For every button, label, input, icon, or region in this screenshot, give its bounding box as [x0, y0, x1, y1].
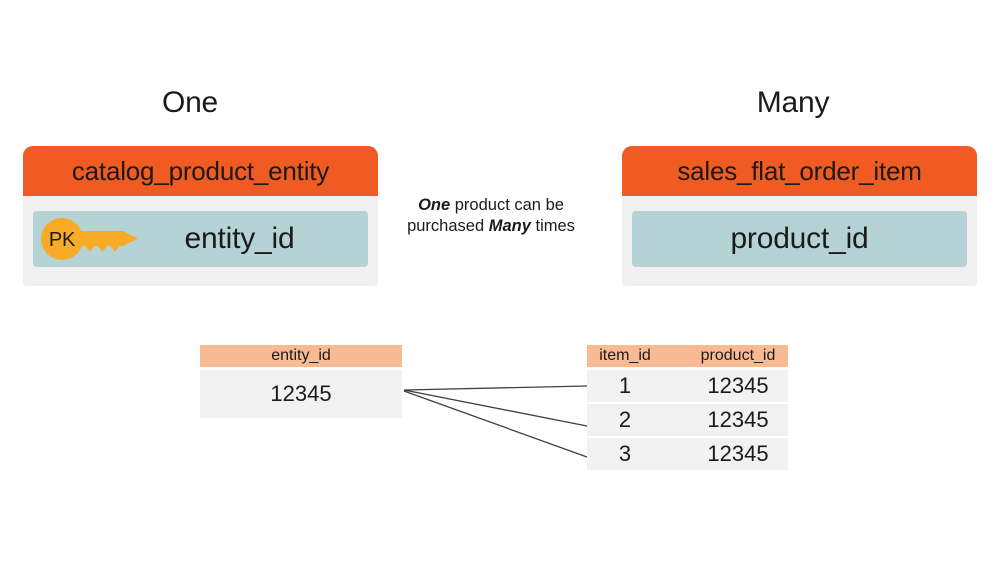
product-id-cell: 12345	[707, 407, 769, 432]
sales-flat-order-item-title: sales_flat_order_item	[622, 146, 977, 196]
table-row: 2 12345	[587, 404, 788, 436]
relationship-annotation: One product can be purchased Many times	[388, 195, 594, 237]
heading-many: Many	[756, 86, 830, 119]
catalog-product-entity-card: catalog_product_entity PK entity_id	[23, 146, 378, 286]
entity-id-value: 12345	[270, 381, 332, 406]
pk-label: PK	[49, 229, 76, 251]
heading-one: One	[161, 86, 219, 119]
key-shaft	[79, 231, 138, 252]
table-row: 1 12345	[587, 370, 788, 402]
key-bow	[41, 218, 83, 260]
item-id-cell: 2	[618, 407, 632, 432]
primary-key-icon: PK	[41, 218, 138, 260]
annotation-line2-post: times	[530, 217, 575, 235]
table-row: 3 12345	[587, 438, 788, 470]
product-id-field-row: product_id	[632, 211, 967, 267]
sales-flat-order-item-card: sales_flat_order_item product_id	[622, 146, 977, 286]
entity-id-field-label: entity_id	[184, 222, 295, 255]
catalog-product-entity-title: catalog_product_entity	[23, 146, 378, 196]
annotation-line2-pre: purchased	[407, 217, 489, 235]
connector-line-1	[403, 385, 588, 391]
connector-line-3	[403, 390, 588, 458]
annotation-line1-text: product can be	[450, 196, 564, 214]
order-items-column-headers: item_id product_id	[587, 345, 788, 367]
product-id-cell: 12345	[707, 373, 769, 398]
item-id-cell: 3	[618, 441, 632, 466]
entity-id-column-header: entity_id	[200, 345, 402, 367]
table-row: 12345	[200, 370, 402, 418]
product-id-column-header: product_id	[700, 347, 776, 364]
product-id-field-label: product_id	[730, 222, 869, 255]
item-id-cell: 1	[618, 373, 632, 398]
annotation-one-word: One	[418, 196, 451, 214]
entity-id-value-table: entity_id 12345	[200, 345, 402, 418]
item-id-column-header: item_id	[599, 347, 651, 364]
product-id-cell: 12345	[707, 441, 769, 466]
annotation-many-word: Many	[488, 217, 531, 235]
entity-id-field-row: PK entity_id	[33, 211, 368, 267]
connector-line-2	[403, 389, 588, 427]
order-items-value-table: item_id product_id 1 12345 2 12345 3 123…	[587, 345, 788, 470]
